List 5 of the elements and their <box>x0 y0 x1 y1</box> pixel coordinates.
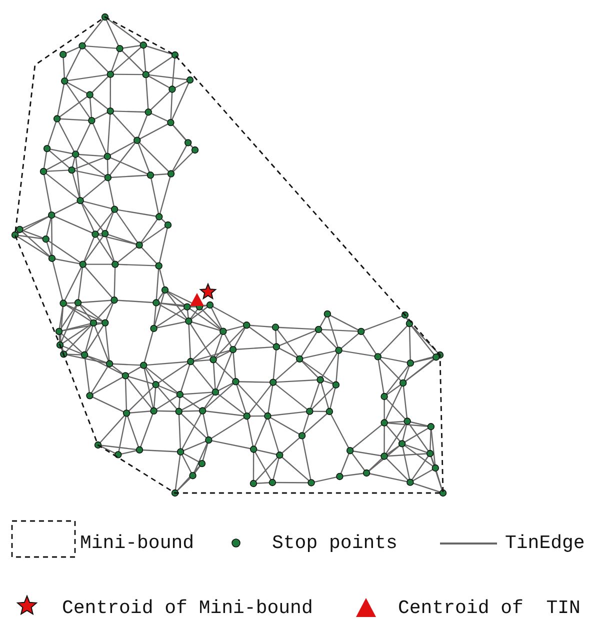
legend-label: Centroid of TIN <box>398 597 580 619</box>
legend-label: Centroid of Mini-bound <box>62 597 313 619</box>
legend-label: Stop points <box>272 532 398 554</box>
legend-label: Mini-bound <box>80 532 194 554</box>
legend-label: TinEdge <box>505 532 585 554</box>
